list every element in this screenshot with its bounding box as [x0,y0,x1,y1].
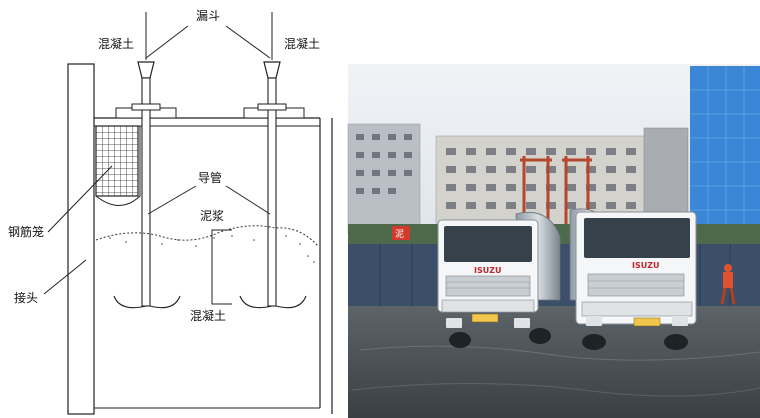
site-photo: 泥 ISUZU [347,64,760,418]
tremie-left [113,61,181,309]
concrete-surface [95,225,319,247]
truck-right-brand: ISUZU [632,261,660,270]
slurry-leader [211,229,232,305]
tremie-label: 导管 [198,170,222,185]
glass-tower [690,66,760,240]
joint-leader [43,259,87,295]
rebar-cage [95,125,139,197]
rebar-cage-leader [47,165,113,233]
left-wall [67,63,95,415]
mixer-truck-left: ISUZU [437,211,561,348]
plate-right [633,317,661,327]
funnel-label: 漏斗 [196,9,220,23]
rebar-cage-label: 钢筋笼 [8,224,44,239]
concrete-left-label: 混凝土 [98,36,134,51]
tremie-leader [147,185,271,215]
slurry-label: 泥浆 [200,208,224,223]
tremie-concrete-diagram: 漏斗 混凝土 混凝土 导管 泥浆 钢筋笼 接头 混凝土 [8,9,333,415]
ground [348,306,760,418]
red-banner [392,226,410,240]
tremie-right [239,61,307,309]
concrete-right-label: 混凝土 [284,36,320,51]
rebar-cage-curve [95,126,141,206]
worker [720,264,736,305]
banner-text: 泥 [395,229,404,240]
mixer-truck-right: ISUZU [569,208,697,350]
concrete-bottom-label: 混凝土 [190,308,226,323]
plate-left [471,313,499,323]
concrete-speckle [109,235,315,263]
building-left [347,123,421,235]
joint-label: 接头 [14,290,38,305]
funnel-leader [145,25,271,59]
truck-left-brand: ISUZU [474,266,502,275]
